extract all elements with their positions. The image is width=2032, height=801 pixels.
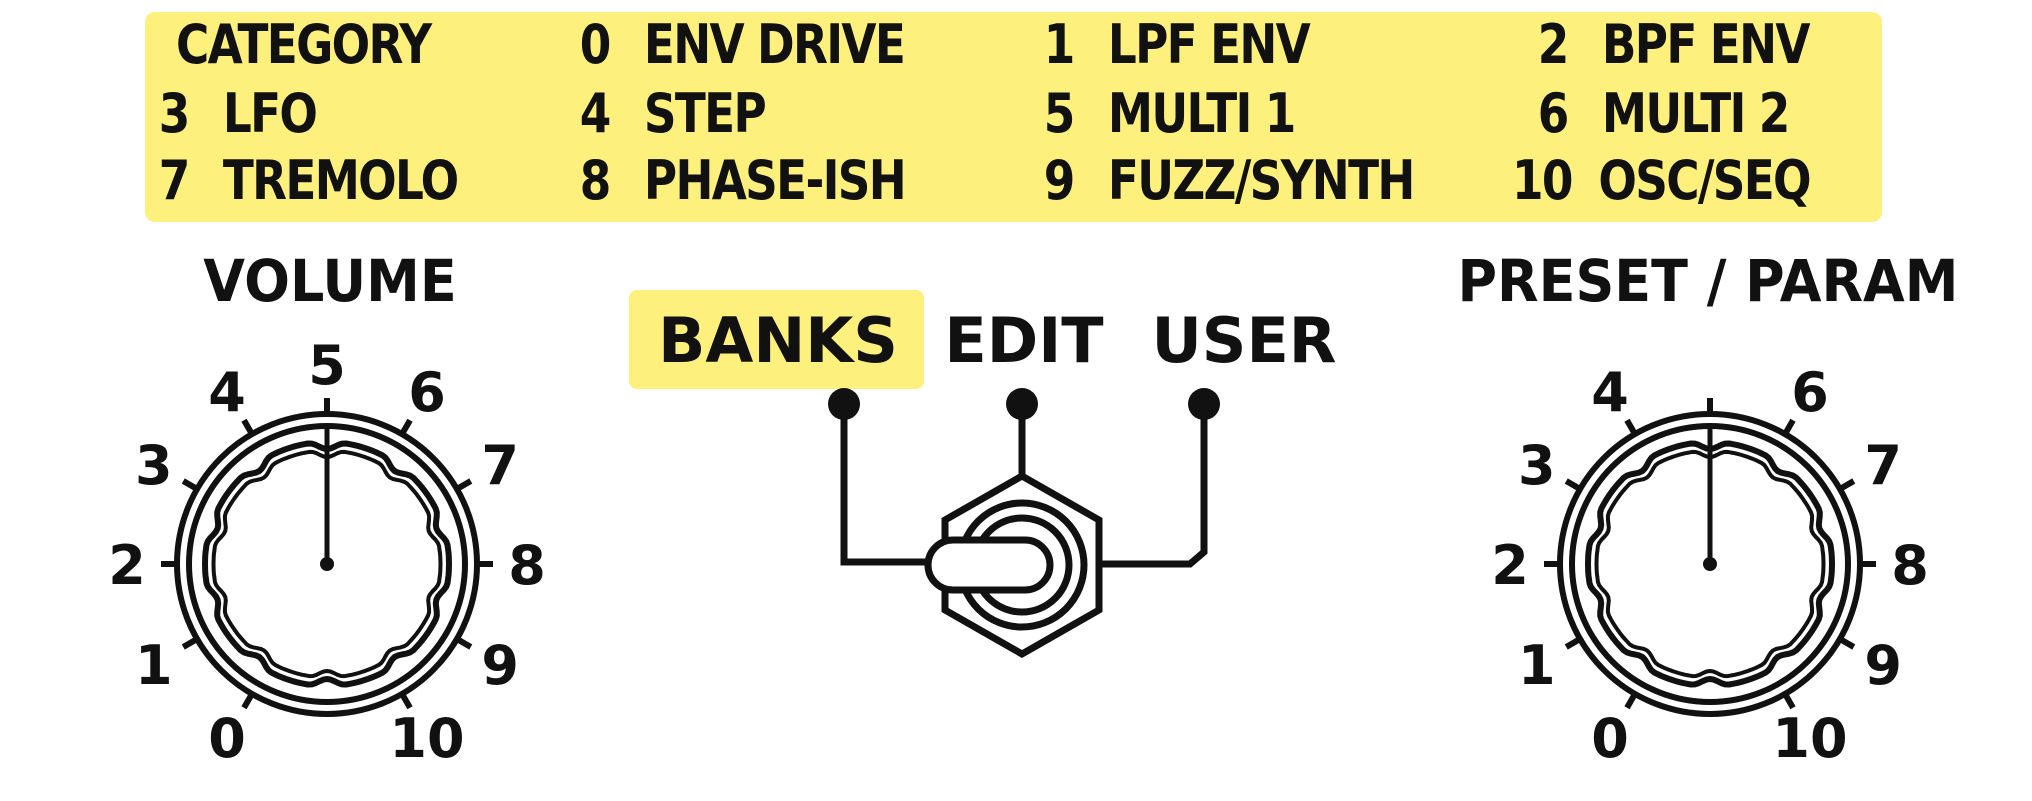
switch-label-banks: BANKS xyxy=(658,304,898,377)
preset-knob-scale-label: 3 xyxy=(1518,434,1556,497)
preset-knob-scale-label: 0 xyxy=(1591,707,1629,770)
volume-knob-tick xyxy=(241,692,255,710)
volume-knob-tick xyxy=(399,418,413,436)
category-item-num: 10 xyxy=(1512,149,1573,212)
category-item-num: 3 xyxy=(158,82,191,145)
volume-knob-tick xyxy=(455,636,473,650)
volume-knob-scale-label: 10 xyxy=(389,707,464,770)
volume-knob-scale-label: 8 xyxy=(508,534,546,597)
volume-knob-scale-label: 6 xyxy=(408,361,446,424)
user-terminal xyxy=(1188,388,1220,420)
preset-knob-tick xyxy=(1782,418,1796,436)
volume-knob-tick xyxy=(399,692,413,710)
preset-knob-body xyxy=(1585,440,1835,688)
preset-knob-scale-label: 4 xyxy=(1591,361,1629,424)
category-header: CATEGORY xyxy=(176,18,432,72)
category-item: 1 LPF ENV xyxy=(1040,13,1311,76)
switch-label-edit: EDIT xyxy=(944,304,1103,377)
switch-lever[interactable] xyxy=(924,536,1054,594)
category-item-num: 8 xyxy=(579,149,612,212)
mode-toggle-switch[interactable] xyxy=(840,404,1208,659)
volume-knob-scale-label: 7 xyxy=(481,434,519,497)
category-item-num: 9 xyxy=(1043,149,1076,212)
category-item-label: PHASE-ISH xyxy=(643,149,907,212)
banks-lead xyxy=(840,404,945,566)
category-item: 8 PHASE-ISH xyxy=(576,149,907,212)
volume-knob-scale-label: 3 xyxy=(135,434,173,497)
switch-nut-hex xyxy=(941,471,1103,659)
preset-knob-scale-label: 10 xyxy=(1772,707,1847,770)
preset-param-title: PRESET / PARAM xyxy=(1457,247,1959,315)
preset-knob-inner-ring xyxy=(1569,423,1851,705)
preset-knob-tick xyxy=(1564,636,1582,650)
category-item: 2 BPF ENV xyxy=(1534,13,1811,76)
preset-knob-scale-label: 6 xyxy=(1791,361,1829,424)
volume-knob-scale-label: 2 xyxy=(108,534,146,597)
category-item: 5 MULTI 1 xyxy=(1040,82,1297,145)
volume-knob-tick xyxy=(455,478,473,492)
volume-knob-body-inner xyxy=(211,449,443,679)
preset-knob-scale-label: 9 xyxy=(1864,634,1902,697)
preset-knob-tick xyxy=(1624,692,1638,710)
category-item: 0 ENV DRIVE xyxy=(576,13,906,76)
user-lead xyxy=(1098,404,1208,568)
preset-knob-tick xyxy=(1624,418,1638,436)
category-item: 7 TREMOLO xyxy=(155,149,459,212)
preset-knob-tick xyxy=(1782,692,1796,710)
category-item-num: 7 xyxy=(158,149,191,212)
category-item-label: OSC/SEQ xyxy=(1598,149,1811,212)
category-item-label: BPF ENV xyxy=(1601,13,1811,76)
volume-knob-scale-label: 0 xyxy=(208,707,246,770)
category-item-num: 2 xyxy=(1537,13,1570,76)
category-item-label: MULTI 2 xyxy=(1601,82,1790,145)
volume-knob-scale-label: 4 xyxy=(208,361,246,424)
preset-knob-scale-label: 2 xyxy=(1491,534,1529,597)
volume-knob-scale-label: 5 xyxy=(308,334,346,397)
preset-knob-tick xyxy=(1838,478,1856,492)
category-item-label: FUZZ/SYNTH xyxy=(1107,149,1415,212)
category-item-num: 6 xyxy=(1537,82,1570,145)
category-panel xyxy=(145,12,1882,222)
volume-knob-tick xyxy=(181,478,199,492)
category-item-label: LFO xyxy=(222,82,318,145)
category-item-label: TREMOLO xyxy=(222,149,459,212)
category-item-num: 4 xyxy=(579,82,612,145)
banks-highlight xyxy=(629,290,924,389)
preset-knob-scale-label: 1 xyxy=(1518,634,1556,697)
category-header-label: CATEGORY xyxy=(176,13,432,76)
preset-param-knob[interactable]: 01 2 34 67 8 9 10 xyxy=(1491,361,1929,770)
category-item: 10 OSC/SEQ xyxy=(1512,149,1812,212)
category-item: 3 LFO xyxy=(155,82,318,145)
volume-knob-scale-label: 1 xyxy=(135,634,173,697)
volume-knob-scale-label: 9 xyxy=(481,634,519,697)
preset-knob-center xyxy=(1703,557,1717,571)
category-item-num: 0 xyxy=(579,13,612,76)
category-item-label: ENV DRIVE xyxy=(643,13,906,76)
category-item-label: STEP xyxy=(643,82,767,145)
volume-knob-inner-ring xyxy=(186,423,468,705)
volume-title: VOLUME xyxy=(203,247,457,315)
volume-knob-tick xyxy=(241,418,255,436)
preset-knob-scale-label: 7 xyxy=(1864,434,1902,497)
preset-knob-body-inner xyxy=(1594,449,1826,679)
preset-knob-tick xyxy=(1564,478,1582,492)
switch-label-user: USER xyxy=(1151,304,1336,377)
category-item-label: LPF ENV xyxy=(1107,13,1311,76)
volume-knob-tick xyxy=(181,636,199,650)
volume-knob-body xyxy=(202,440,452,688)
category-item-num: 5 xyxy=(1043,82,1076,145)
category-item: 4 STEP xyxy=(576,82,767,145)
preset-knob-tick xyxy=(1838,636,1856,650)
category-item-label: MULTI 1 xyxy=(1107,82,1296,145)
volume-knob-center xyxy=(320,557,334,571)
edit-terminal xyxy=(1006,388,1038,420)
banks-terminal xyxy=(828,388,860,420)
category-item-num: 1 xyxy=(1043,13,1076,76)
preset-knob-scale-label: 8 xyxy=(1891,534,1929,597)
category-item: 6 MULTI 2 xyxy=(1534,82,1791,145)
category-item: 9 FUZZ/SYNTH xyxy=(1040,149,1416,212)
